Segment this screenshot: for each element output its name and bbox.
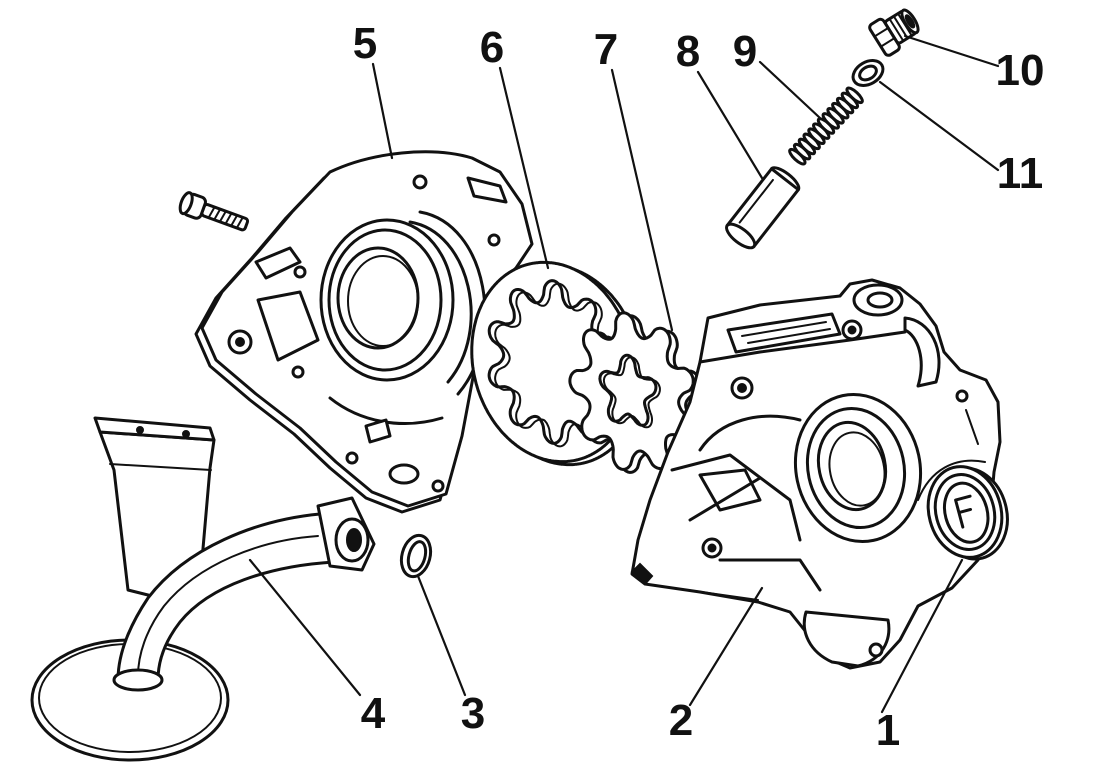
inner-rotor — [568, 311, 702, 474]
cover-plate-hole — [431, 479, 445, 493]
pickup-pipe-highlight — [137, 535, 319, 677]
cover-plate-hole — [291, 365, 305, 379]
bolt-thread — [207, 206, 244, 229]
pickup-connector-bore — [346, 528, 362, 552]
seal-spring-mark — [954, 494, 973, 529]
pump-body — [630, 278, 1002, 670]
leader-line-5 — [371, 62, 394, 160]
callout-5: 5 — [353, 19, 377, 68]
pump-body-top-edge — [698, 330, 907, 364]
pump-body-side-boss — [903, 316, 941, 388]
o-ring-inner — [406, 540, 428, 573]
callout-4: 4 — [361, 689, 386, 738]
pump-body-hole-center — [707, 543, 717, 553]
pump-body-edge-line — [644, 409, 986, 601]
plug — [868, 8, 920, 57]
leader-lines — [248, 34, 1000, 714]
leader-line-3 — [416, 574, 467, 697]
pump-body-hole-center — [847, 325, 857, 335]
spring-coil — [845, 86, 864, 105]
pump-body-lug-hole — [868, 642, 884, 658]
callout-11: 11 — [997, 149, 1044, 198]
plug-hex-head — [868, 17, 901, 57]
cover-plate-small-slot — [364, 418, 392, 444]
callout-6: 6 — [480, 23, 504, 72]
callout-1: 1 — [876, 706, 900, 755]
seal-lip — [933, 473, 997, 551]
leader-line-2 — [688, 586, 764, 707]
leader-line-10 — [903, 34, 1000, 68]
leader-line-8 — [696, 70, 764, 180]
cover-plate-hole — [345, 451, 359, 465]
bolt — [178, 191, 250, 232]
plug-hex-flat — [873, 26, 896, 48]
pump-body-top-boss-bore — [866, 291, 894, 309]
leader-line-4 — [248, 558, 362, 697]
pump-body-pocket-rib — [741, 321, 831, 344]
cover-plate-slot-top — [466, 176, 508, 204]
callout-8: 8 — [676, 27, 700, 76]
pump-body-hole-center — [737, 383, 747, 393]
callout-3: 3 — [461, 689, 485, 738]
cover-plate-hole — [293, 265, 307, 279]
cover-plate-slot-left — [254, 246, 302, 280]
pump-body-base-edge — [630, 562, 654, 586]
plunger-end-face — [725, 222, 757, 250]
pump-body-rib — [670, 414, 822, 592]
callouts: 5 6 7 8 9 10 11 4 3 2 1 — [353, 19, 1045, 755]
cover-plate-bore — [336, 246, 420, 350]
pickup-bracket-hole — [136, 426, 144, 434]
cover-plate-lug-hole-center — [235, 337, 245, 347]
cover-plate-hole — [487, 233, 501, 247]
pickup-bracket-bend — [109, 463, 212, 471]
spring — [788, 86, 864, 166]
pump-body-bore-depth — [828, 431, 886, 507]
callout-10: 10 — [996, 46, 1045, 95]
seal — [926, 465, 1009, 561]
leader-line-1 — [880, 558, 964, 714]
pump-body-bottom-lug — [802, 610, 891, 668]
inner-rotor-bore-depth — [602, 356, 661, 429]
pump-body-hole — [955, 389, 969, 403]
leader-line-6 — [498, 66, 550, 270]
washer-hole — [858, 64, 878, 82]
cover-plate-oval-hole — [388, 463, 420, 485]
pickup-pipe-base-ring — [112, 668, 164, 692]
cover-plate-bore-depth — [347, 255, 419, 347]
cover-plate-boss-ring — [327, 228, 443, 372]
callout-2: 2 — [669, 696, 693, 745]
oil-pickup — [30, 416, 376, 762]
o-ring — [399, 533, 433, 579]
plunger — [725, 166, 801, 250]
pickup-bracket-hole — [182, 430, 190, 438]
plug-end-bore — [904, 14, 916, 29]
cover-plate-hole — [412, 174, 428, 190]
pump-body-bore-rim — [805, 406, 907, 530]
callout-9: 9 — [733, 27, 757, 76]
leader-line-7 — [610, 68, 674, 332]
inner-rotor-face — [568, 311, 695, 471]
plunger-shading — [738, 178, 774, 224]
cover-plate — [194, 150, 534, 514]
callout-7: 7 — [594, 25, 618, 74]
bolt-head-face — [178, 191, 194, 216]
washer — [851, 59, 885, 87]
leader-line-11 — [878, 80, 1000, 172]
leader-line-9 — [758, 60, 822, 120]
seal-bore — [943, 481, 990, 544]
